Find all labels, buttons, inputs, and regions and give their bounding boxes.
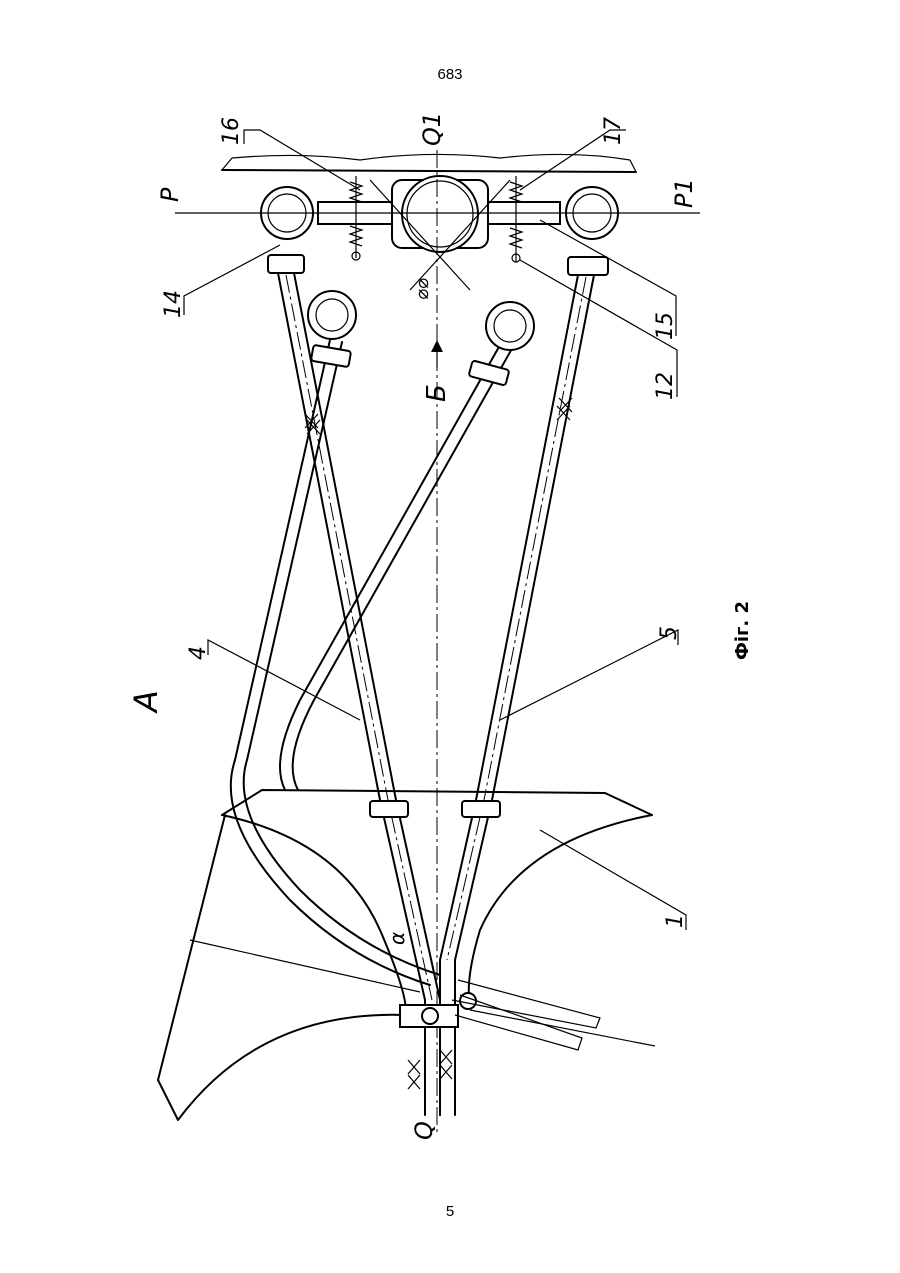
right-clamp (566, 187, 618, 275)
inner-tube-right (280, 302, 534, 790)
axis-label-p: P (156, 187, 184, 202)
direction-arrow (431, 340, 443, 368)
callout-12: 12 (653, 372, 678, 400)
bottom-clamp (190, 940, 655, 1050)
direction-label: Б (422, 384, 452, 402)
axis-label-q1: Q1 (418, 112, 446, 146)
left-clamp (261, 187, 313, 273)
axis-label-p1: P1 (670, 178, 698, 208)
callout-15: 15 (653, 312, 678, 340)
angle-label: ⌀⌀ (412, 278, 433, 300)
hatch-marks (305, 398, 572, 1089)
callout-16: 16 (219, 117, 244, 145)
mounting-plate (222, 154, 636, 172)
callout-17: 17 (601, 117, 626, 145)
callout-1: 1 (663, 914, 688, 928)
view-label: A (127, 690, 165, 714)
page-number-footer: 5 (0, 1203, 900, 1220)
callout-4: 4 (186, 646, 211, 660)
tube-5 (440, 275, 594, 1115)
callout-14: 14 (161, 290, 186, 318)
figure-caption: Фіг. 2 (732, 601, 753, 660)
axis-label-q: Q (410, 1121, 438, 1140)
alpha-label: α (385, 932, 409, 945)
callout-5: 5 (657, 626, 682, 640)
